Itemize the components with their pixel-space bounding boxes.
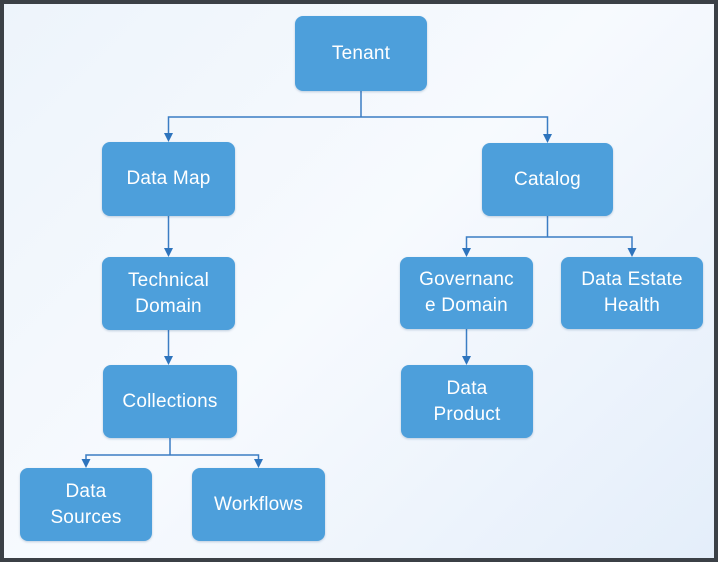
node-workflows: Workflows	[192, 468, 325, 541]
node-data-sources-label: Data Sources	[50, 480, 122, 528]
node-tenant: Tenant	[295, 16, 427, 91]
node-data-estate-health-label: Data Estate Health	[581, 269, 683, 316]
node-data-map-label: Data Map	[126, 168, 211, 189]
node-technical-domain: Technical Domain	[102, 257, 235, 330]
node-tenant-label: Tenant	[331, 42, 391, 64]
edge-collections-data-sources	[81, 454, 170, 468]
edge-collections-workflows	[170, 454, 263, 468]
node-collections: Collections	[103, 365, 237, 438]
node-catalog-label: Catalog	[514, 168, 581, 190]
node-data-estate-health: Data Estate Health	[561, 257, 703, 329]
node-collections-label: Collections	[122, 390, 218, 412]
node-data-product-label: Data Product	[433, 377, 501, 425]
node-governance-domain-label: Governanc e Domain	[419, 269, 514, 316]
edge-tenant-catalog	[361, 116, 552, 143]
edge-catalog-governance-domain	[462, 236, 548, 257]
node-catalog: Catalog	[482, 143, 613, 216]
edge-tenant-data-map	[164, 116, 361, 142]
node-workflows-label: Workflows	[213, 493, 304, 515]
edge-catalog-data-estate-health	[547, 236, 637, 257]
node-data-sources: Data Sources	[20, 468, 152, 541]
node-data-product: Data Product	[401, 365, 533, 438]
node-technical-domain-label: Technical Domain	[127, 269, 209, 317]
node-data-map: Data Map	[102, 142, 235, 216]
node-governance-domain: Governanc e Domain	[400, 257, 533, 329]
